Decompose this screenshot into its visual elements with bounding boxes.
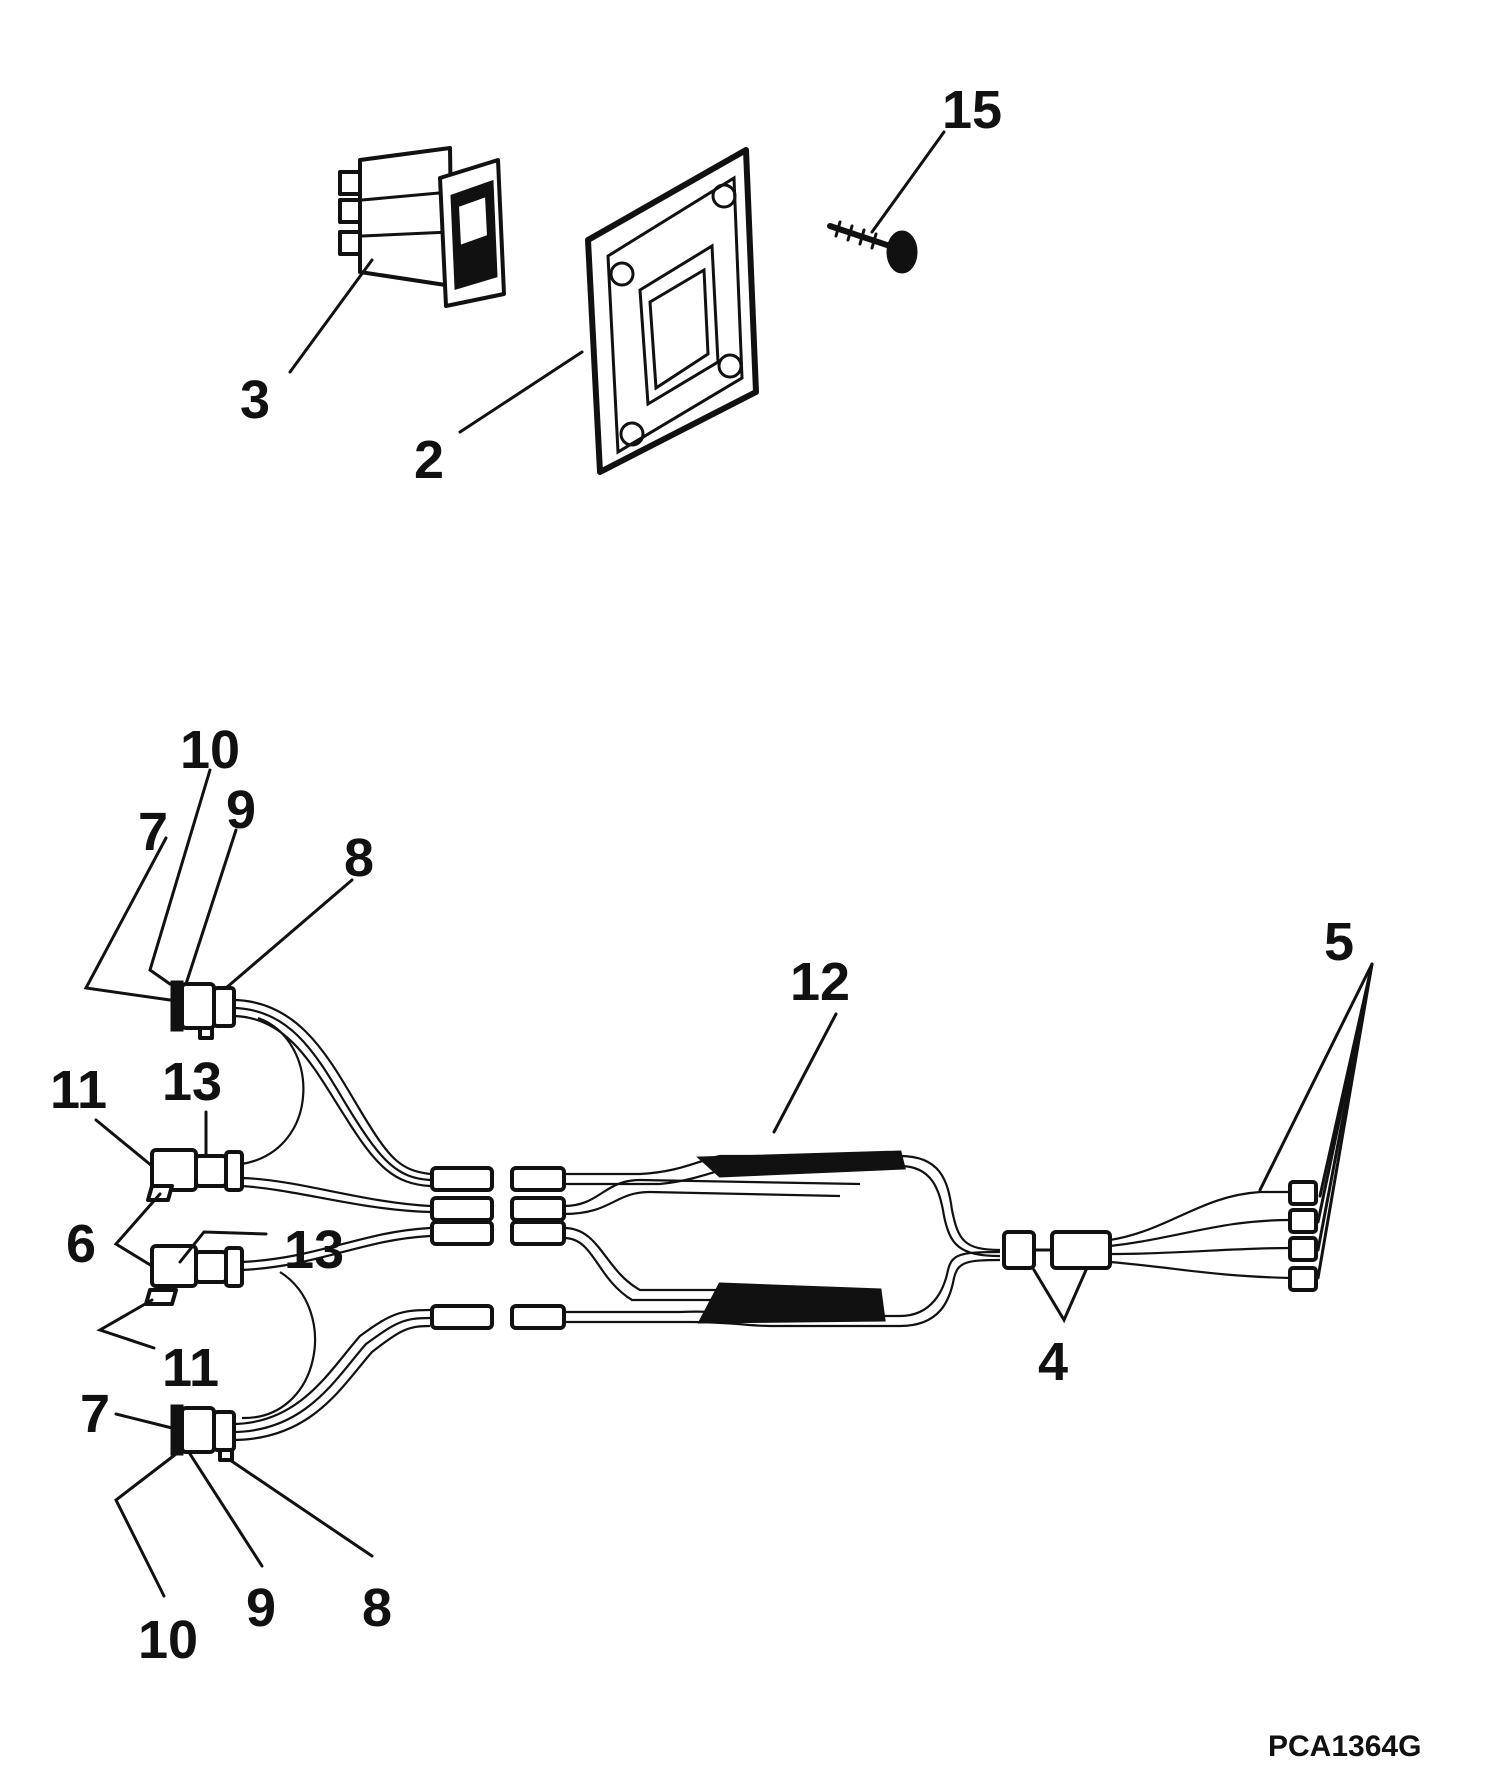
connector-upper bbox=[170, 980, 236, 1040]
callout-13-lower: 13 bbox=[284, 1220, 344, 1280]
connector-mid-upper bbox=[146, 1148, 244, 1202]
callout-5: 5 bbox=[1324, 912, 1354, 972]
callout-10-upper: 10 bbox=[180, 720, 240, 780]
callout-11-upper: 11 bbox=[50, 1060, 107, 1120]
leader-9b bbox=[188, 1452, 264, 1568]
leader-11a bbox=[94, 1118, 154, 1168]
leader-6 bbox=[113, 1192, 162, 1268]
callout-13-upper: 13 bbox=[162, 1052, 222, 1112]
leader-5 bbox=[1258, 963, 1374, 1198]
connector-lower bbox=[170, 1404, 236, 1462]
leader-10a bbox=[148, 768, 212, 986]
leader-12 bbox=[772, 1012, 838, 1134]
callout-2: 2 bbox=[414, 430, 444, 490]
figure-id: PCA1364G bbox=[1268, 1730, 1421, 1763]
leader-8a bbox=[224, 878, 354, 990]
wire-harness bbox=[231, 998, 1318, 1442]
mounting-plate bbox=[585, 147, 759, 475]
callout-10-lower: 10 bbox=[138, 1610, 198, 1670]
leader-11b bbox=[96, 1298, 156, 1350]
leader-13b bbox=[178, 1230, 268, 1264]
leader-3 bbox=[288, 258, 374, 374]
callout-9-upper: 9 bbox=[226, 780, 256, 840]
leader-7b bbox=[114, 1412, 174, 1430]
leader-10b bbox=[114, 1452, 178, 1598]
screw bbox=[827, 220, 918, 274]
leader-2 bbox=[458, 350, 584, 434]
callout-3: 3 bbox=[240, 370, 270, 430]
rocker-switch bbox=[338, 146, 506, 308]
callout-11-lower: 11 bbox=[162, 1338, 219, 1398]
leader-15 bbox=[870, 130, 946, 234]
leader-5d bbox=[1316, 962, 1374, 1280]
leader-7a bbox=[83, 836, 172, 1002]
callout-9-lower: 9 bbox=[246, 1578, 276, 1638]
callout-8-lower: 8 bbox=[362, 1578, 392, 1638]
leader-4 bbox=[1032, 1268, 1088, 1324]
callout-12: 12 bbox=[790, 952, 850, 1012]
callout-15: 15 bbox=[942, 80, 1002, 140]
callout-4: 4 bbox=[1038, 1332, 1068, 1392]
connector-mid-lower bbox=[144, 1244, 244, 1306]
leader-9a bbox=[184, 828, 238, 986]
leader-8b bbox=[228, 1458, 374, 1558]
callout-8-upper: 8 bbox=[344, 828, 374, 888]
callout-7-lower: 7 bbox=[80, 1384, 110, 1444]
callout-7-upper: 7 bbox=[138, 802, 168, 862]
callout-6: 6 bbox=[66, 1214, 96, 1274]
